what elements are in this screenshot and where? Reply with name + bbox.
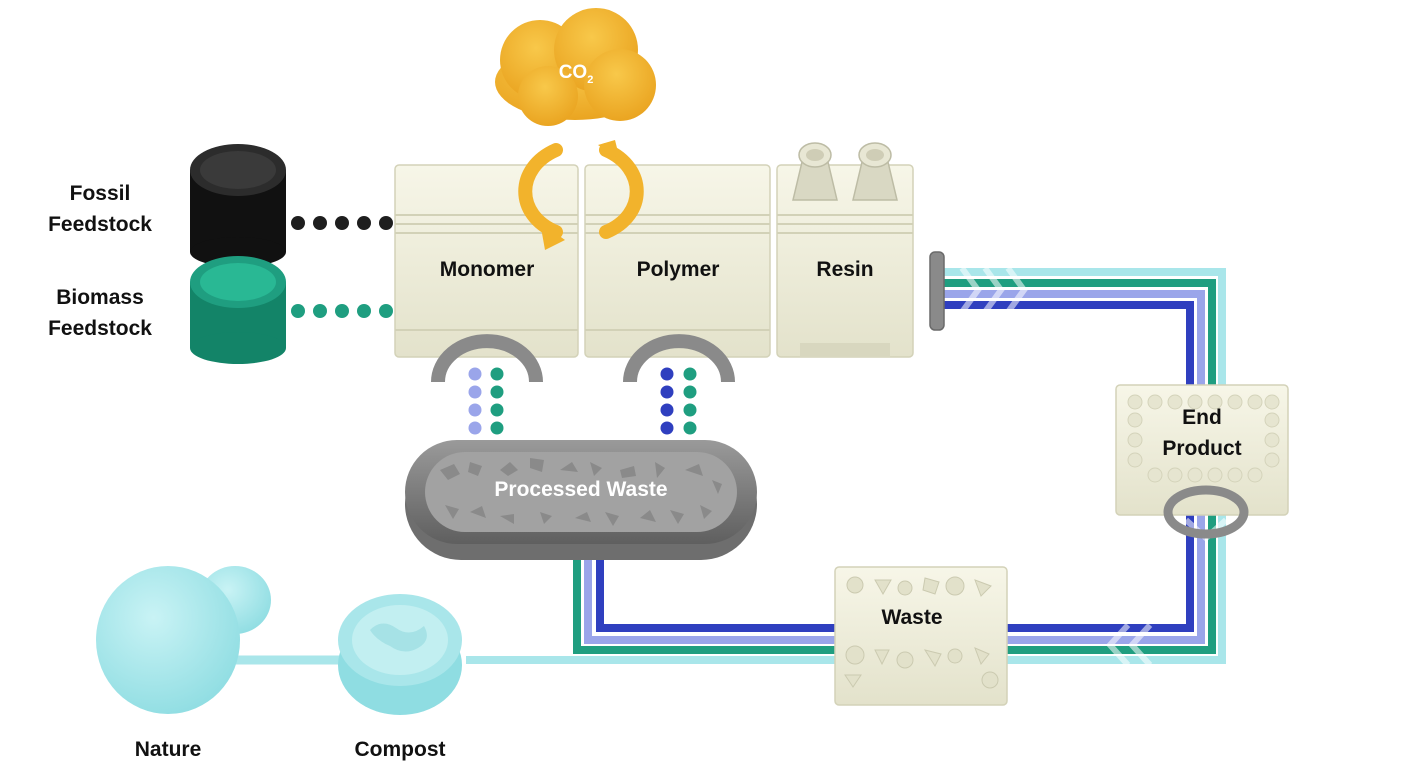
flow-chevron-icon bbox=[959, 266, 1028, 314]
nature-shape bbox=[96, 566, 271, 714]
biomass-dots bbox=[291, 304, 393, 318]
resin-nozzle-icon bbox=[852, 142, 898, 201]
fossil-dots bbox=[291, 216, 393, 230]
pipe-green bbox=[573, 279, 1216, 654]
processed-waste-tray: Processed Waste bbox=[405, 440, 757, 560]
waste-label: Waste bbox=[881, 606, 942, 629]
polymer-return-connector bbox=[623, 334, 735, 435]
waste-block: Waste bbox=[834, 566, 1008, 706]
resin-block: Resin bbox=[776, 142, 914, 358]
monomer-block: Monomer bbox=[394, 164, 579, 358]
compost-label: Compost bbox=[355, 738, 446, 761]
monomer-return-connector bbox=[431, 334, 543, 435]
processed-waste-label: Processed Waste bbox=[494, 478, 667, 501]
pipe-dark-blue bbox=[596, 301, 1194, 632]
resin-nozzle-icon bbox=[792, 142, 838, 201]
end-product-pipe-connector bbox=[1163, 485, 1249, 539]
pipe-lavender bbox=[584, 290, 1205, 644]
fossil-feedstock-cylinder bbox=[190, 144, 286, 267]
co2-cloud: CO2 bbox=[495, 8, 656, 126]
biomass-feedstock-cylinder bbox=[190, 256, 286, 364]
co2-arrow-head-icon bbox=[540, 222, 565, 250]
polymer-block: Polymer bbox=[584, 164, 771, 358]
co2-arrow-head-icon bbox=[598, 140, 620, 160]
resin-label: Resin bbox=[816, 258, 873, 281]
resin-pipe-connector bbox=[929, 251, 945, 331]
co2-label: CO2 bbox=[559, 62, 594, 86]
compost-bowl bbox=[338, 594, 462, 715]
polymer-label: Polymer bbox=[637, 258, 720, 281]
monomer-label: Monomer bbox=[440, 258, 535, 281]
nature-label: Nature bbox=[135, 738, 202, 761]
flow-chevron-icon bbox=[1105, 622, 1153, 668]
